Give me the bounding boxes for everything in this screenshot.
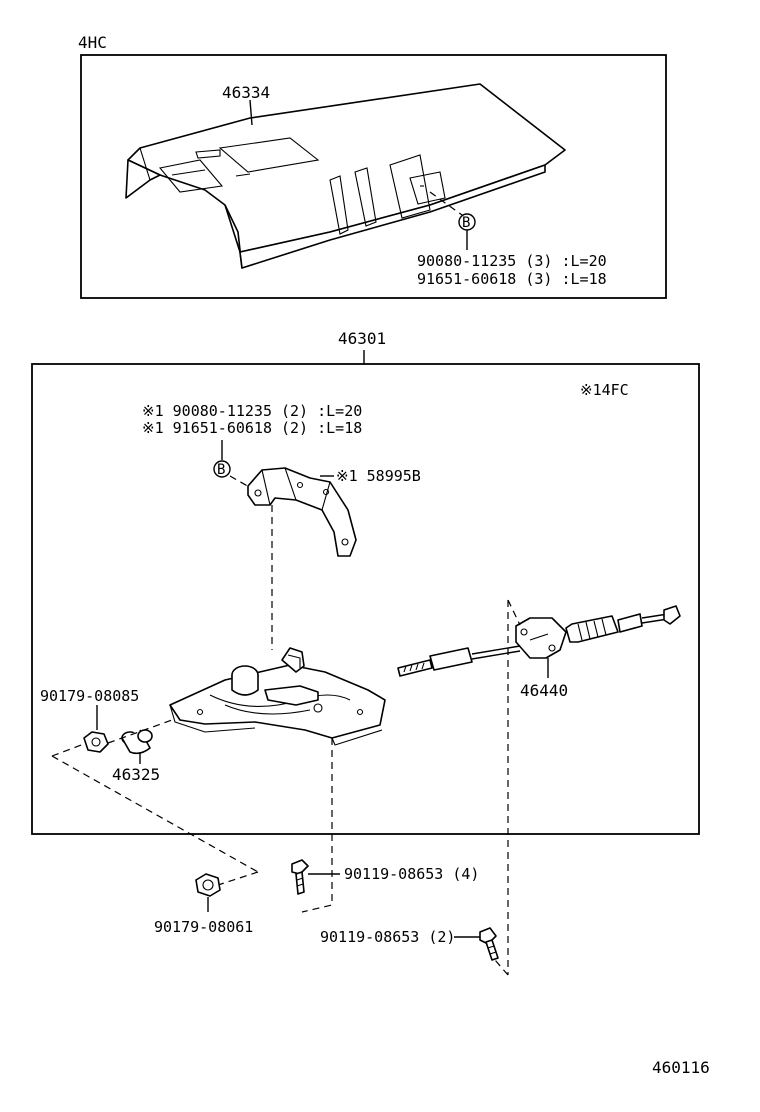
collar-drawing xyxy=(121,729,153,755)
bolt-label-upper-2: 91651-60618 (3) :L=18 xyxy=(417,270,607,288)
part-label-bracket: ※1 58995B xyxy=(336,467,421,485)
assembly-box-frame xyxy=(31,363,700,835)
bracket-drawing xyxy=(247,467,357,557)
upper-box-frame xyxy=(80,54,667,299)
part-label-bolt-4: 90119-08653 (4) xyxy=(344,865,479,883)
part-label-46301: 46301 xyxy=(338,329,386,348)
console-cover-drawing xyxy=(125,83,566,269)
marker-b-assembly xyxy=(213,460,231,478)
dashed-lever-bolt xyxy=(301,738,333,913)
bolt-label-assembly-1: ※1 90080-11235 (2) :L=20 xyxy=(142,402,362,420)
part-label-nut-inner: 90179-08085 xyxy=(40,687,139,705)
variant-label-4hc: 4HC xyxy=(78,33,107,52)
dashed-cable-top xyxy=(507,599,521,626)
dashed-leader-upper xyxy=(429,191,463,216)
lever-assembly-drawing xyxy=(169,647,386,746)
nut-inner-drawing xyxy=(83,731,109,753)
cable-drawing xyxy=(397,605,681,677)
dashed-nut-top xyxy=(51,743,85,757)
marker-b-assembly-text: B xyxy=(217,462,225,478)
figure-id: 460116 xyxy=(652,1058,710,1077)
dashed-cable-bolt xyxy=(494,959,509,976)
bolt-label-upper-1: 90080-11235 (3) :L=20 xyxy=(417,252,607,270)
leader-46334 xyxy=(249,99,253,126)
variant-label-14fc: ※14FC xyxy=(580,381,629,399)
dashed-nut-back xyxy=(217,871,259,886)
bolt-4-drawing xyxy=(291,859,309,895)
part-label-46440: 46440 xyxy=(520,681,568,700)
part-label-46325: 46325 xyxy=(112,765,160,784)
marker-b-upper-text: B xyxy=(462,215,470,231)
bolt-label-assembly-2: ※1 91651-60618 (2) :L=18 xyxy=(142,419,362,437)
part-label-46334: 46334 xyxy=(222,83,270,102)
dashed-nut-diag xyxy=(51,755,259,873)
bolt-2-drawing xyxy=(479,927,499,961)
part-label-bolt-2: 90119-08653 (2) xyxy=(320,928,455,946)
nut-outer-drawing xyxy=(195,873,221,897)
part-label-nut-outer: 90179-08061 xyxy=(154,918,253,936)
